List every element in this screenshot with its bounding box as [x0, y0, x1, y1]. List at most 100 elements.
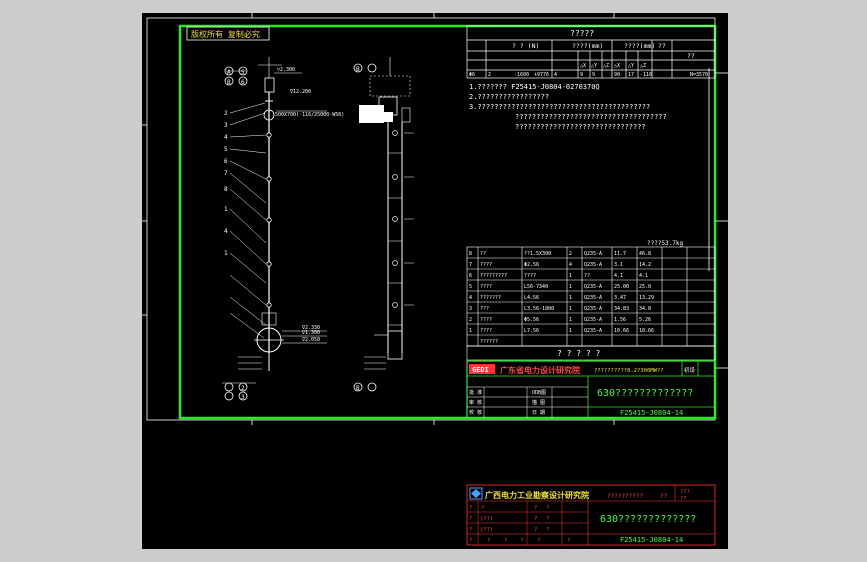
bom-cell: 1 [569, 306, 572, 312]
cell: ? [534, 527, 537, 533]
elev-note: ▽2.300 [277, 67, 295, 73]
load-spec-table [466, 25, 716, 79]
section-label-b: B [356, 385, 360, 392]
spec-cell: +9776 [534, 72, 549, 78]
bom-cell: 3 [469, 306, 472, 312]
bom-cell: 1 [569, 295, 572, 301]
note-line: ???????????????????????????????????? [515, 113, 667, 121]
spec-cell: 17 [628, 72, 634, 78]
cell: ? [469, 538, 472, 544]
dim-note: 500X700(-116/25000-W56) [275, 112, 344, 118]
section-num: 3 [241, 394, 245, 401]
bom-cell: Φ5.56 [524, 317, 539, 323]
cell: ? [487, 538, 490, 544]
cell: ? [546, 516, 549, 522]
note-line: ??????????????????????????????? [515, 123, 646, 131]
sign-cell: 描 图 [532, 399, 545, 406]
bom-cell: ??????? [480, 295, 501, 301]
extra-label: ?? [660, 493, 668, 500]
bom-cell: 34.83 [614, 306, 629, 312]
bom-cell: L4.56 [524, 295, 539, 301]
cad-sheet: 版权所有 复制必究 A 5 B 6 ▽2.300 [142, 13, 728, 549]
corner-cell: ?? [680, 496, 687, 502]
left-elevation-view: A 5 B 6 ▽2.300 2 3 [222, 57, 344, 401]
section-num: 5 [241, 69, 245, 76]
bom-cell: ???? [524, 273, 536, 279]
stage-label: 初设 [684, 366, 696, 374]
bom-cell: L56-7340 [524, 284, 548, 290]
cell: ? [520, 538, 523, 544]
part-number: 8 [224, 186, 228, 193]
drawing-number: F25415-J0804-14 [620, 409, 683, 417]
bom-cell: L3.56-1800 [524, 306, 554, 312]
bom-cell: ??? [480, 306, 489, 312]
spec-cell: 90 [614, 72, 620, 78]
spec-table-title: ????? [570, 29, 594, 38]
copyright-text: 版权所有 复制必究 [191, 29, 260, 39]
bom-cell: 6 [469, 273, 472, 279]
sign-cell: 日 期 [532, 410, 545, 416]
cell: ? [537, 538, 540, 544]
note-line: 2.????????????????? [469, 93, 549, 101]
bom-cell: Q235-A [584, 306, 602, 312]
institute-name-2: 广西电力工业勘察设计研究院 [485, 490, 589, 500]
bom-cell: 1.56 [614, 317, 626, 323]
part-number: 7 [224, 170, 228, 177]
part-number: 1 [224, 250, 228, 257]
spec-cell: 4 [554, 72, 557, 78]
spec-sub: △X [614, 63, 620, 69]
spec-sub: △Y [591, 63, 597, 69]
bom-cell: 10.66 [614, 328, 629, 334]
sign-cell: 审 核 [469, 399, 482, 406]
bom-cell: 1 [569, 273, 572, 279]
spec-cell: 9 [592, 72, 595, 78]
elev-note: ∇2.050 [301, 337, 320, 343]
note-line: 3.??????????????????????????????????????… [469, 103, 650, 111]
bom-cell: 25.00 [614, 284, 629, 290]
part-number: 6 [224, 158, 228, 165]
spec-cell: Φ6 [469, 72, 475, 78]
sign-cell: 校 核 [469, 409, 482, 416]
cell: ? [504, 538, 507, 544]
bom-cell: 13.29 [639, 295, 654, 301]
bom-cell: 4.1 [614, 273, 623, 279]
bom-cell: ?? [480, 251, 486, 257]
spec-cell: 9 [580, 72, 583, 78]
title-block: GEDI 广东省电力设计研究院 ??????????0.2?300MW?? 初设… [466, 360, 716, 419]
bom-cell: 1 [569, 328, 572, 334]
bom-cell: 10.66 [639, 328, 654, 334]
bom-cell: 46.8 [639, 251, 651, 257]
bom-cell: 4.1 [639, 273, 648, 279]
tick-marks [142, 13, 728, 425]
drawing-number-2: F25415-J0804-14 [620, 536, 683, 544]
bom-cell: 14.2 [639, 262, 651, 268]
part-number: 5 [224, 146, 228, 153]
project-name: ??????????0.2?300MW?? [594, 368, 664, 374]
spec-header: ? ? (N) [512, 42, 539, 50]
bom-cell: ???? [480, 262, 492, 268]
section-num: 2 [241, 385, 245, 392]
cell: ? [567, 538, 570, 544]
bom-cell: 4 [569, 262, 572, 268]
cell: ? [534, 505, 537, 511]
sign-cell: 批 准 [469, 389, 482, 396]
cell: ? [546, 527, 549, 533]
bom-cell: Q235-A [584, 284, 602, 290]
part-number: 4 [224, 134, 228, 141]
bom-cell: Q235-A [584, 295, 602, 301]
notes-block: 1.??????? F25415-J0804-0270370Q 2.??????… [469, 83, 667, 131]
bom-cell: 4 [469, 295, 472, 301]
spec-header: ????(mm) [572, 42, 603, 50]
bom-cell: 7 [469, 262, 472, 268]
drawing-title: 630????????????? [597, 388, 693, 399]
bom-cell: ???? [480, 284, 492, 290]
part-number: 3 [224, 122, 228, 129]
bom-cell: 34.8 [639, 306, 651, 312]
title-block-secondary: 广西电力工业勘察设计研究院 ?????????? ?? ??? ?? 630??… [466, 484, 716, 546]
bom-cell: 2 [469, 317, 472, 323]
note-line: 1.??????? F25415-J0804-0270370Q [469, 83, 600, 91]
section-label-b: B [227, 79, 231, 86]
cad-drawing: 版权所有 复制必究 A 5 B 6 ▽2.300 [142, 13, 728, 546]
bom-cell: 1 [569, 284, 572, 290]
